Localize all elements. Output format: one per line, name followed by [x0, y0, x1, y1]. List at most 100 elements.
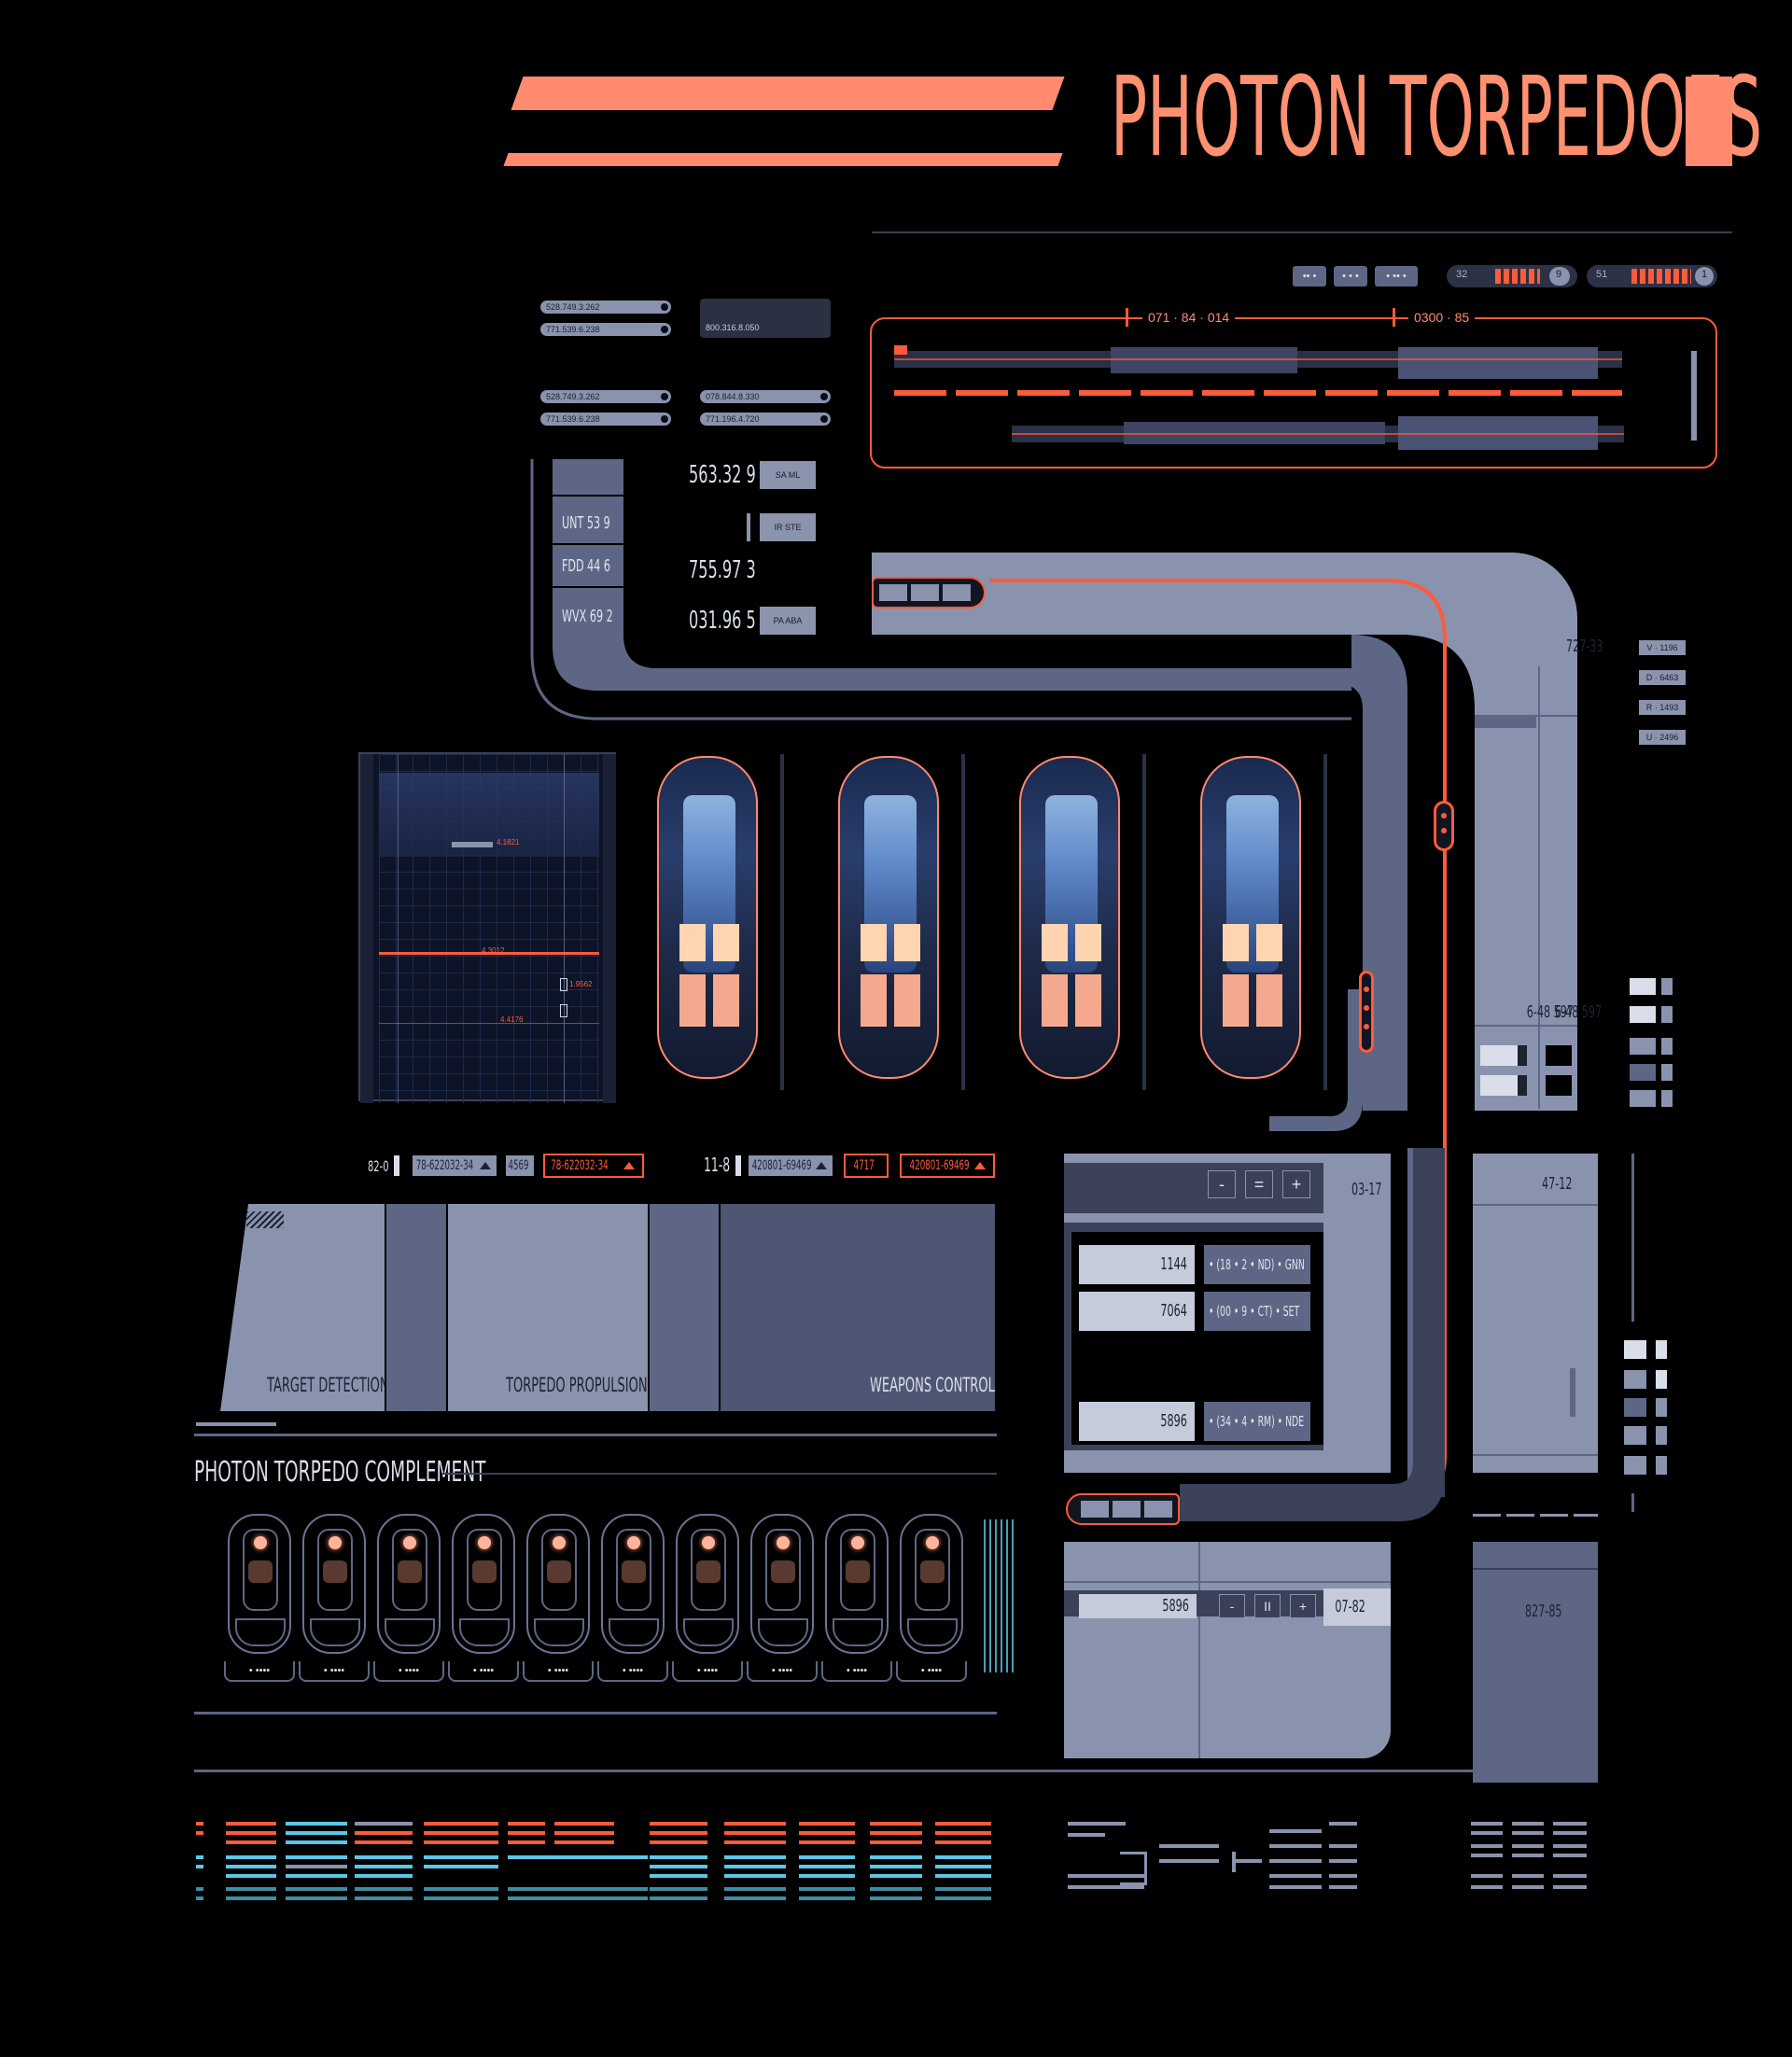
toggle-b[interactable] [1546, 1045, 1572, 1066]
caret-up-icon [816, 1162, 827, 1169]
slot-base [235, 1618, 286, 1646]
grid-panel-code: 03-17 [1351, 1180, 1382, 1199]
tube-field-3[interactable]: 420801-69469 [749, 1155, 833, 1176]
switch[interactable] [1630, 1006, 1656, 1023]
right-column-mid-code-label: 6-48 597 [1555, 1002, 1603, 1022]
switch-stack-1[interactable] [1630, 978, 1674, 1112]
torpedo-tube-4[interactable] [1200, 756, 1301, 1079]
gauge-1[interactable]: 32 9 [1447, 265, 1577, 287]
dot-button-2[interactable]: • • • [1334, 266, 1367, 287]
switch[interactable] [1624, 1456, 1646, 1475]
torpedo-slot[interactable] [452, 1514, 515, 1654]
switch[interactable] [1656, 1426, 1667, 1445]
slot-base [758, 1618, 808, 1646]
status-strip-grey-1 [1068, 1822, 1385, 1896]
tube-field-2[interactable]: 78-622032-34 [543, 1154, 644, 1178]
torpedo-slot[interactable] [228, 1514, 291, 1654]
bottom-plus-button[interactable]: + [1290, 1594, 1316, 1618]
toggle-d[interactable] [1546, 1075, 1572, 1096]
switch[interactable] [1656, 1456, 1667, 1475]
tube-cell [894, 924, 920, 961]
readout-chip-4[interactable]: PA ABA [760, 607, 816, 635]
readout-chip-2[interactable]: IR STE [760, 513, 816, 541]
switch[interactable] [1630, 1064, 1656, 1081]
coord-pill-5[interactable]: 078.844.8.330 [700, 390, 831, 403]
coord-pill-3[interactable]: 528.749.3.262 [540, 390, 671, 403]
switch[interactable] [1624, 1398, 1646, 1417]
switch[interactable] [1656, 1370, 1667, 1389]
torpedo-propulsion-panel[interactable]: TORPEDO PROPULSION [448, 1204, 648, 1411]
switch[interactable] [1630, 978, 1656, 995]
torpedo-slot[interactable] [526, 1514, 590, 1654]
tube-separator [1323, 754, 1327, 1090]
tube-field-1[interactable]: 78-622032-34 [413, 1155, 497, 1176]
torpedo-slot[interactable] [377, 1514, 441, 1654]
bottom-panel-value[interactable]: 5896 [1079, 1594, 1197, 1618]
switch[interactable] [1661, 1038, 1673, 1055]
shuttle-window [1144, 1501, 1172, 1518]
torpedo-tube-3[interactable] [1019, 756, 1120, 1079]
torpedo-slot[interactable] [900, 1514, 963, 1654]
torpedo-slot[interactable] [750, 1514, 814, 1654]
switch[interactable] [1624, 1426, 1646, 1445]
switch[interactable] [1661, 1064, 1673, 1081]
dot-button-1[interactable]: •• • [1293, 266, 1326, 287]
plus-button[interactable]: + [1282, 1170, 1310, 1198]
switch[interactable] [1630, 1090, 1656, 1107]
tube-field-4[interactable]: 420801-69469 [900, 1154, 995, 1178]
switch[interactable] [1661, 1090, 1673, 1107]
slider-handle[interactable] [1570, 1368, 1575, 1417]
side-table: UNT 53 9 FDD 44 6 WVX 69 2 [553, 459, 623, 646]
scanner-line [379, 952, 599, 955]
tag-2[interactable]: D · 6463 [1639, 670, 1686, 685]
bottom-pause-button[interactable]: II [1254, 1594, 1281, 1618]
target-detection-panel[interactable]: TARGET DETECTION [220, 1204, 385, 1411]
switch[interactable] [1661, 1006, 1673, 1023]
switch[interactable] [1656, 1340, 1667, 1359]
tube-cell [1223, 974, 1249, 1027]
torpedo-slot[interactable] [302, 1514, 366, 1654]
tube-cell [1042, 924, 1068, 961]
minus-button[interactable]: - [1208, 1170, 1236, 1198]
dot-button-3[interactable]: • •• • [1375, 266, 1418, 287]
scanner-view[interactable]: 4.1821 4.3012 1.9562 4.4176 [358, 752, 616, 1103]
tag-3[interactable]: R · 1493 [1639, 700, 1686, 715]
coord-pill-6[interactable]: 771.196.4.720 [700, 413, 831, 426]
torpedo-tube-1[interactable] [657, 756, 758, 1079]
divider [1475, 715, 1577, 717]
shuttle-window [1113, 1501, 1141, 1518]
panel-spacer [386, 1204, 446, 1411]
scanner-marker-4: 4.4176 [500, 1015, 524, 1024]
slot-light-icon [329, 1536, 342, 1549]
grid-row-2-value[interactable]: 7064 [1079, 1292, 1195, 1331]
torpedo-slot[interactable] [601, 1514, 665, 1654]
torpedo-slot[interactable] [825, 1514, 889, 1654]
toggle-c[interactable] [1480, 1075, 1527, 1096]
toggle-a[interactable] [1480, 1045, 1527, 1066]
bottom-minus-button[interactable]: - [1219, 1594, 1245, 1618]
scanner-edge-right [603, 754, 616, 1103]
readout-chip-1[interactable]: SA ML [760, 461, 816, 489]
switch[interactable] [1624, 1340, 1646, 1359]
right-column-mid-code: 6-48 597 [1526, 1002, 1574, 1022]
switch[interactable] [1624, 1370, 1646, 1389]
equals-button[interactable]: = [1245, 1170, 1273, 1198]
switch[interactable] [1661, 978, 1673, 995]
coord-pill-4[interactable]: 771.539.6.238 [540, 413, 671, 426]
tag-1[interactable]: V · 1196 [1639, 640, 1686, 655]
switch-stack-2[interactable] [1624, 1340, 1669, 1480]
torpedo-tube-2[interactable] [838, 756, 939, 1079]
gauge-2[interactable]: 51 1 [1587, 265, 1717, 287]
grid-row-1-value[interactable]: 1144 [1079, 1245, 1195, 1284]
coord-pill-1[interactable]: 528.749.3.262 [540, 301, 671, 314]
grid-row-3-value[interactable]: 5896 [1079, 1402, 1195, 1441]
coord-pill-2[interactable]: 771.539.6.238 [540, 323, 671, 336]
bottom-side-rule [1473, 1514, 1598, 1517]
switch[interactable] [1656, 1398, 1667, 1417]
torpedo-slot[interactable] [676, 1514, 739, 1654]
slot-cell [846, 1560, 870, 1583]
weapons-control-panel[interactable]: WEAPONS CONTROL [721, 1204, 995, 1411]
switch[interactable] [1630, 1038, 1656, 1055]
tag-4[interactable]: U · 2496 [1639, 730, 1686, 745]
right-column-panel: 727-33 6-48 597 [1475, 637, 1577, 1109]
